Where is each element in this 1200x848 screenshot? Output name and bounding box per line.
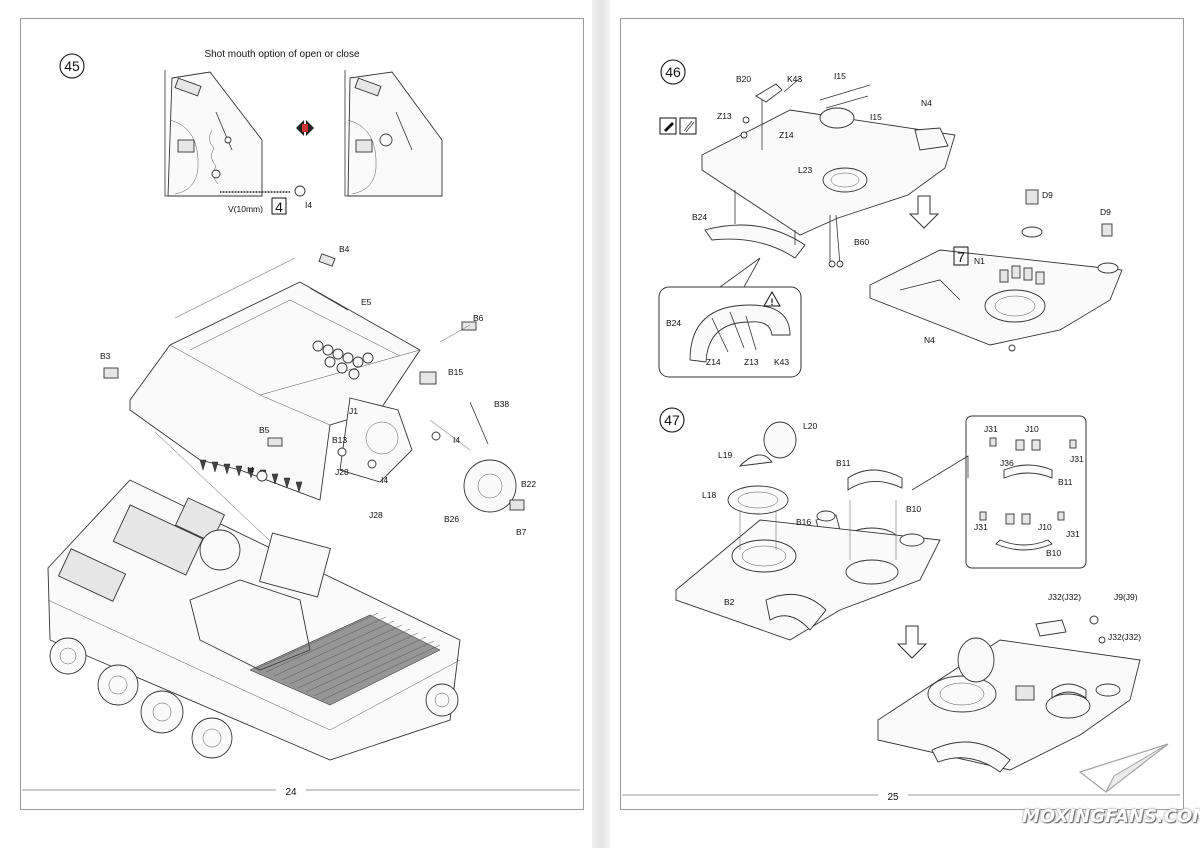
step46-part-labels: B20 K43 I15 I15 N4 Z13 Z14 L23 B24 B60 (692, 71, 932, 247)
part-label-N4-b: N4 (924, 335, 935, 345)
watermark-text: MOXINGFANS.COM (1022, 806, 1200, 827)
part-label-B26: B26 (444, 514, 459, 524)
part-label-B15: B15 (448, 367, 463, 377)
part-label-B5: B5 (259, 425, 270, 435)
detail-label-J10-a: J10 (1025, 424, 1039, 434)
part-label-Z14: Z14 (779, 130, 794, 140)
part-label-B3: B3 (100, 351, 111, 361)
part-label-I4: I4 (305, 200, 312, 210)
glue-tool-icons (659, 117, 697, 135)
step46-down-arrow-icon (908, 195, 940, 229)
part-label-J28-b: J28 (369, 510, 383, 520)
part-label-L20: L20 (803, 421, 817, 431)
part-label-J32-b: J32(J32) (1108, 632, 1141, 642)
v-chain-label: V(10mm) (228, 204, 263, 214)
step45: 45 Shot mouth option of open or close I4 (22, 49, 580, 798)
part-label-B6: B6 (473, 313, 484, 323)
step47-detail-callout: J31 J10 J31 J36 B11 J31 J10 J31 B10 (911, 415, 1087, 569)
part-label-B24: B24 (692, 212, 707, 222)
part-label-I15-a: I15 (834, 71, 846, 81)
step46-detail-callout: ! B24 Z14 Z13 K43 (658, 257, 802, 378)
step46-badge (660, 59, 686, 85)
step46-lower-labels: D9 D9 N1 N4 (924, 190, 1111, 345)
part-label-B60: B60 (854, 237, 869, 247)
muzzle-option-closed (344, 70, 443, 197)
step47-lower-labels: J32(J32) J9(J9) J32(J32) (1048, 592, 1141, 642)
step46-number: 46 (665, 64, 681, 80)
detail-label-Z14: Z14 (706, 357, 721, 367)
road-wheels (49, 637, 459, 759)
step47-down-arrow-icon (896, 625, 928, 659)
detail-label-J31-c: J31 (974, 522, 988, 532)
v-chain-spec: V(10mm) 4 (228, 197, 287, 215)
part-label-D9-a: D9 (1042, 190, 1053, 200)
detail-label-B10: B10 (1046, 548, 1061, 558)
lower-hull-chassis (47, 479, 461, 761)
detail-label-Z13: Z13 (744, 357, 759, 367)
part-label-I4-c: I4 (381, 475, 388, 485)
part-label-B7: B7 (516, 527, 527, 537)
detail-label-B11: B11 (1058, 477, 1073, 487)
step47-badge (659, 407, 685, 433)
upper-hull-assembly (103, 253, 525, 561)
ammo-rack (312, 340, 374, 380)
part-label-I4-a: I4 (453, 435, 460, 445)
step45-number: 45 (64, 58, 80, 74)
tweezers-icon (679, 117, 697, 135)
detail-label-B24: B24 (666, 318, 681, 328)
part-label-J28-a: J28 (335, 467, 349, 477)
detail-label-J36: J36 (1000, 458, 1014, 468)
page-number-left: 24 (285, 787, 297, 798)
part-label-B20: B20 (736, 74, 751, 84)
step45-badge (59, 53, 85, 79)
svg-text:!: ! (771, 297, 774, 307)
step47-part-labels: L20 L19 B11 L18 B16 B10 B2 (702, 421, 921, 607)
part-label-B10: B10 (906, 504, 921, 514)
step46: 46 B20 K43 (658, 59, 1123, 378)
muzzle-option-open: I4 (164, 70, 312, 210)
page-gutter (592, 0, 610, 848)
part-label-N1: N1 (974, 256, 985, 266)
part-label-D9-b: D9 (1100, 207, 1111, 217)
step45-part-labels: B4 E5 B6 B3 B15 B38 J1 B5 B13 I4 I4 J28 … (100, 244, 536, 537)
part-label-K43: K43 (787, 74, 802, 84)
step47-number: 47 (664, 412, 680, 428)
part-label-E5: E5 (361, 297, 372, 307)
part-label-B11: B11 (836, 458, 851, 468)
glue-icon (659, 117, 677, 135)
part-label-L19: L19 (718, 450, 732, 460)
step46-count: 7 (957, 249, 965, 265)
page-number-right: 25 (887, 792, 899, 803)
part-label-B13: B13 (332, 435, 347, 445)
part-label-B2: B2 (724, 597, 735, 607)
part-label-B4: B4 (339, 244, 350, 254)
detail-label-J31-a: J31 (984, 424, 998, 434)
part-label-I4-b: I4 (247, 465, 254, 475)
step47-finished-plate (877, 639, 1141, 771)
part-label-B22: B22 (521, 479, 536, 489)
step47: 47 L20 L19 B11 L18 B16 B10 (622, 407, 1180, 803)
part-label-L23: L23 (798, 165, 812, 175)
part-label-Z13: Z13 (717, 111, 732, 121)
step45-caption: Shot mouth option of open or close (204, 49, 360, 60)
option-arrow-icon (296, 120, 314, 136)
part-label-B16: B16 (796, 517, 811, 527)
part-label-N4-a: N4 (921, 98, 932, 108)
watermark-logo (1078, 743, 1169, 793)
part-label-J1: J1 (349, 406, 358, 416)
detail-label-J31-b: J31 (1070, 454, 1084, 464)
part-label-B38: B38 (494, 399, 509, 409)
part-label-I15-b: I15 (870, 112, 882, 122)
part-label-J9: J9(J9) (1114, 592, 1138, 602)
detail-label-J10-b: J10 (1038, 522, 1052, 532)
detail-label-K43: K43 (774, 357, 789, 367)
part-label-L18: L18 (702, 490, 716, 500)
part-label-J32-a: J32(J32) (1048, 592, 1081, 602)
v-chain-count: 4 (275, 199, 283, 215)
warning-icon (763, 290, 781, 307)
detail-label-J31-d: J31 (1066, 529, 1080, 539)
